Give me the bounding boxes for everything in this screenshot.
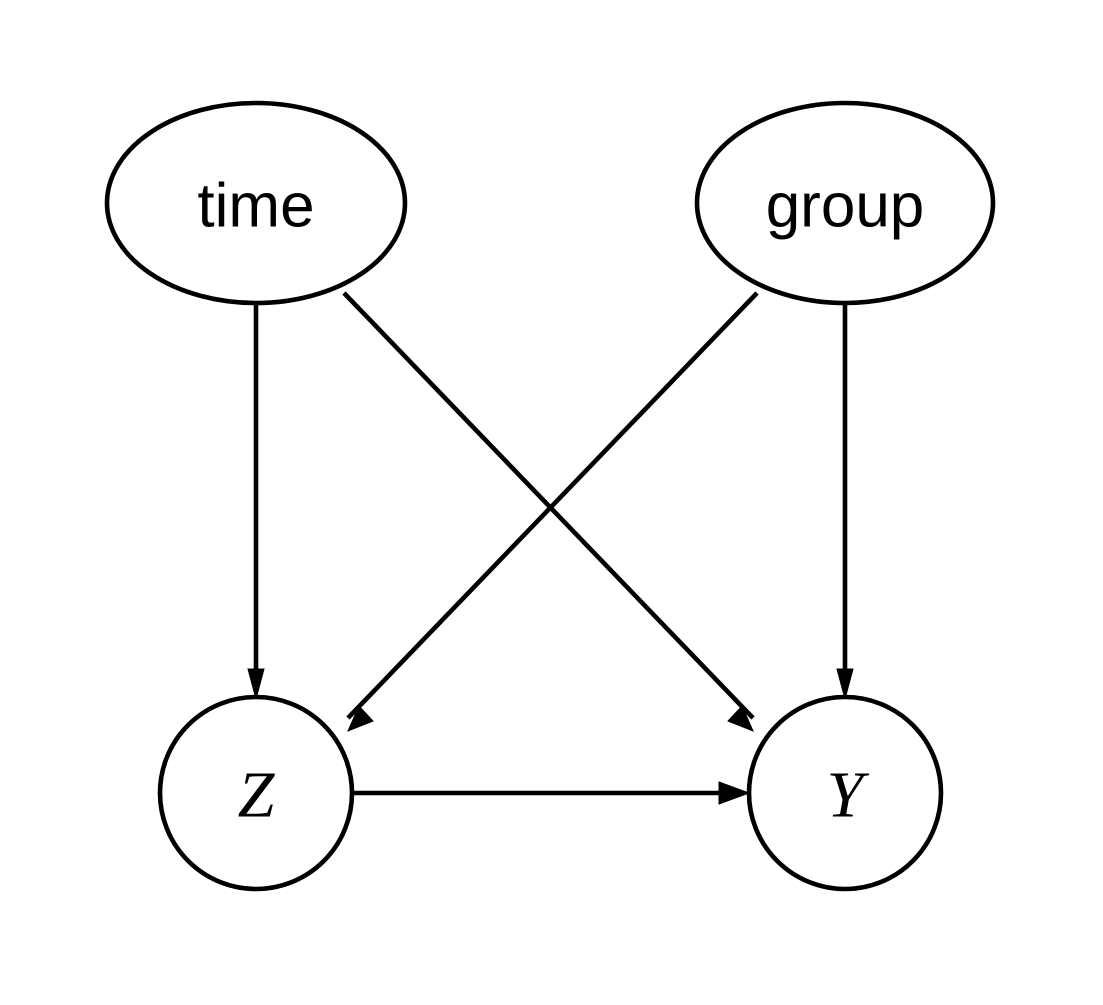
node-y[interactable]: Y xyxy=(746,694,944,892)
edge-z-to-y-arrowhead-icon xyxy=(718,781,751,805)
edge-z-to-y[interactable] xyxy=(352,781,751,805)
node-group-ellipse[interactable] xyxy=(694,100,996,306)
edge-group-to-y-arrowhead-icon xyxy=(836,668,854,701)
edge-time-to-y-line xyxy=(342,291,755,720)
node-time-ellipse[interactable] xyxy=(104,100,408,306)
node-group[interactable]: group xyxy=(694,100,996,306)
edge-time-to-y[interactable] xyxy=(342,291,755,732)
node-layer: time group Z Y xyxy=(104,100,996,892)
edge-group-to-z-arrowhead-icon xyxy=(347,705,374,732)
node-group-label: group xyxy=(766,172,925,241)
node-y-circle[interactable] xyxy=(746,694,944,892)
edge-group-to-z-line xyxy=(346,291,759,720)
edge-time-to-z-arrowhead-icon xyxy=(247,668,265,701)
edge-group-to-z[interactable] xyxy=(346,291,759,732)
node-z[interactable]: Z xyxy=(157,694,355,892)
edge-time-to-z[interactable] xyxy=(247,303,265,701)
node-z-label: Z xyxy=(238,759,276,832)
edge-layer xyxy=(247,291,854,805)
edge-group-to-y[interactable] xyxy=(836,303,854,701)
node-time[interactable]: time xyxy=(104,100,408,306)
node-time-label: time xyxy=(197,172,314,241)
edge-time-to-y-arrowhead-icon xyxy=(727,705,754,732)
node-z-circle[interactable] xyxy=(157,694,355,892)
node-y-label: Y xyxy=(827,759,870,832)
